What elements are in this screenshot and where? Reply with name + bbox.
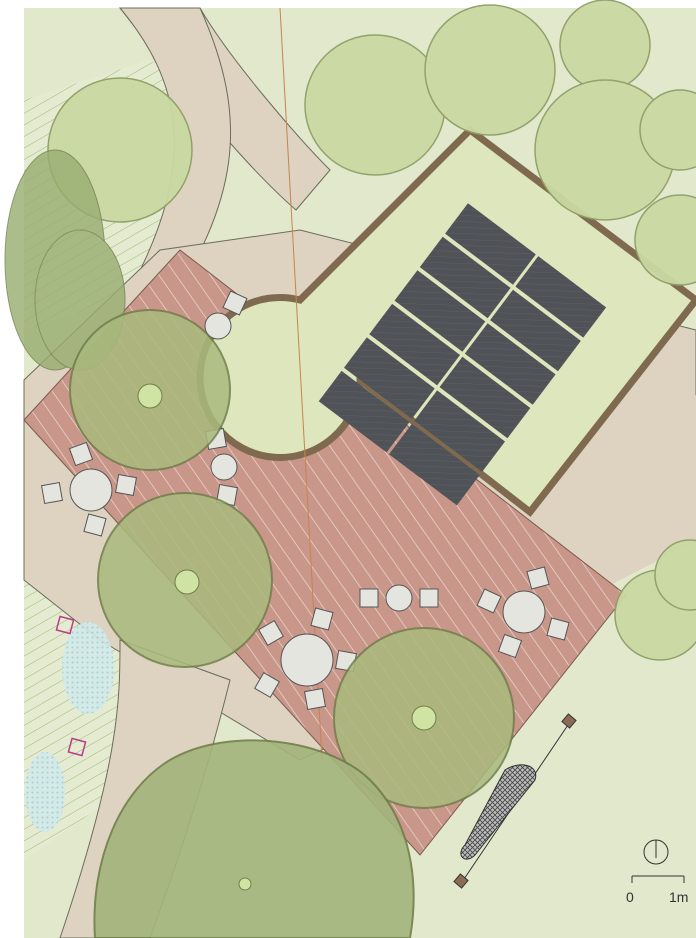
hammock-post	[561, 713, 577, 729]
solar-panel	[419, 236, 511, 319]
path	[596, 395, 696, 590]
hammock	[453, 713, 577, 889]
chair	[40, 481, 64, 505]
tree-canopy	[654, 539, 696, 611]
tree-canopy	[424, 4, 556, 136]
chair	[497, 633, 523, 659]
tree-trunk	[238, 877, 252, 891]
solar-panel	[394, 270, 486, 352]
tree-trunk-group	[137, 383, 437, 731]
tree-canopy	[559, 0, 651, 91]
round-table	[502, 590, 546, 634]
chair	[114, 473, 138, 497]
large-tree-canopy	[93, 739, 415, 938]
flower-bed	[25, 752, 65, 832]
chair	[546, 617, 570, 641]
tree-trunk	[137, 383, 163, 409]
chair	[254, 672, 280, 698]
solar-panel	[445, 203, 536, 285]
solar-panel	[515, 256, 607, 338]
flower-marker	[55, 615, 75, 635]
chair	[476, 588, 502, 614]
scale-start-label: 0	[626, 889, 634, 905]
flower-bed	[62, 622, 114, 714]
chair	[258, 620, 284, 646]
solar-panel	[414, 390, 506, 472]
solar-panel	[343, 337, 435, 419]
chair	[303, 687, 327, 711]
solar-panel	[464, 323, 556, 405]
scale-bar: 0 1m	[626, 875, 688, 905]
chair	[68, 441, 94, 467]
flower-marker	[67, 737, 87, 757]
furniture	[40, 290, 570, 711]
tree-canopy	[634, 194, 696, 286]
tree-canopy	[639, 89, 696, 171]
round-table	[204, 312, 232, 340]
tree-canopy	[304, 34, 446, 176]
solar-panel	[490, 289, 581, 372]
round-table	[280, 633, 334, 687]
north-arrow-icon	[643, 839, 669, 865]
chair	[359, 588, 379, 608]
hammock-post	[453, 873, 469, 889]
solar-panel	[318, 370, 410, 453]
hammock-net	[460, 764, 537, 860]
solar-panel	[369, 303, 461, 386]
solar-panel	[388, 423, 480, 506]
page-margin-left	[0, 0, 24, 938]
deck-tree-group	[69, 309, 515, 809]
tree-trunk	[174, 569, 200, 595]
chair	[419, 588, 439, 608]
chair	[526, 566, 550, 590]
chair	[310, 607, 334, 631]
round-table	[69, 468, 113, 512]
solar-panel	[439, 356, 531, 439]
court	[196, 125, 696, 517]
scale-end-label: 1m	[669, 889, 688, 905]
solar-panel-array	[318, 203, 607, 506]
page-margin-top	[0, 0, 696, 8]
round-table	[210, 453, 238, 481]
round-table	[385, 584, 413, 612]
chair	[222, 290, 248, 316]
tree-trunk	[411, 705, 437, 731]
chair	[83, 513, 107, 537]
survey-line	[279, 7, 323, 761]
